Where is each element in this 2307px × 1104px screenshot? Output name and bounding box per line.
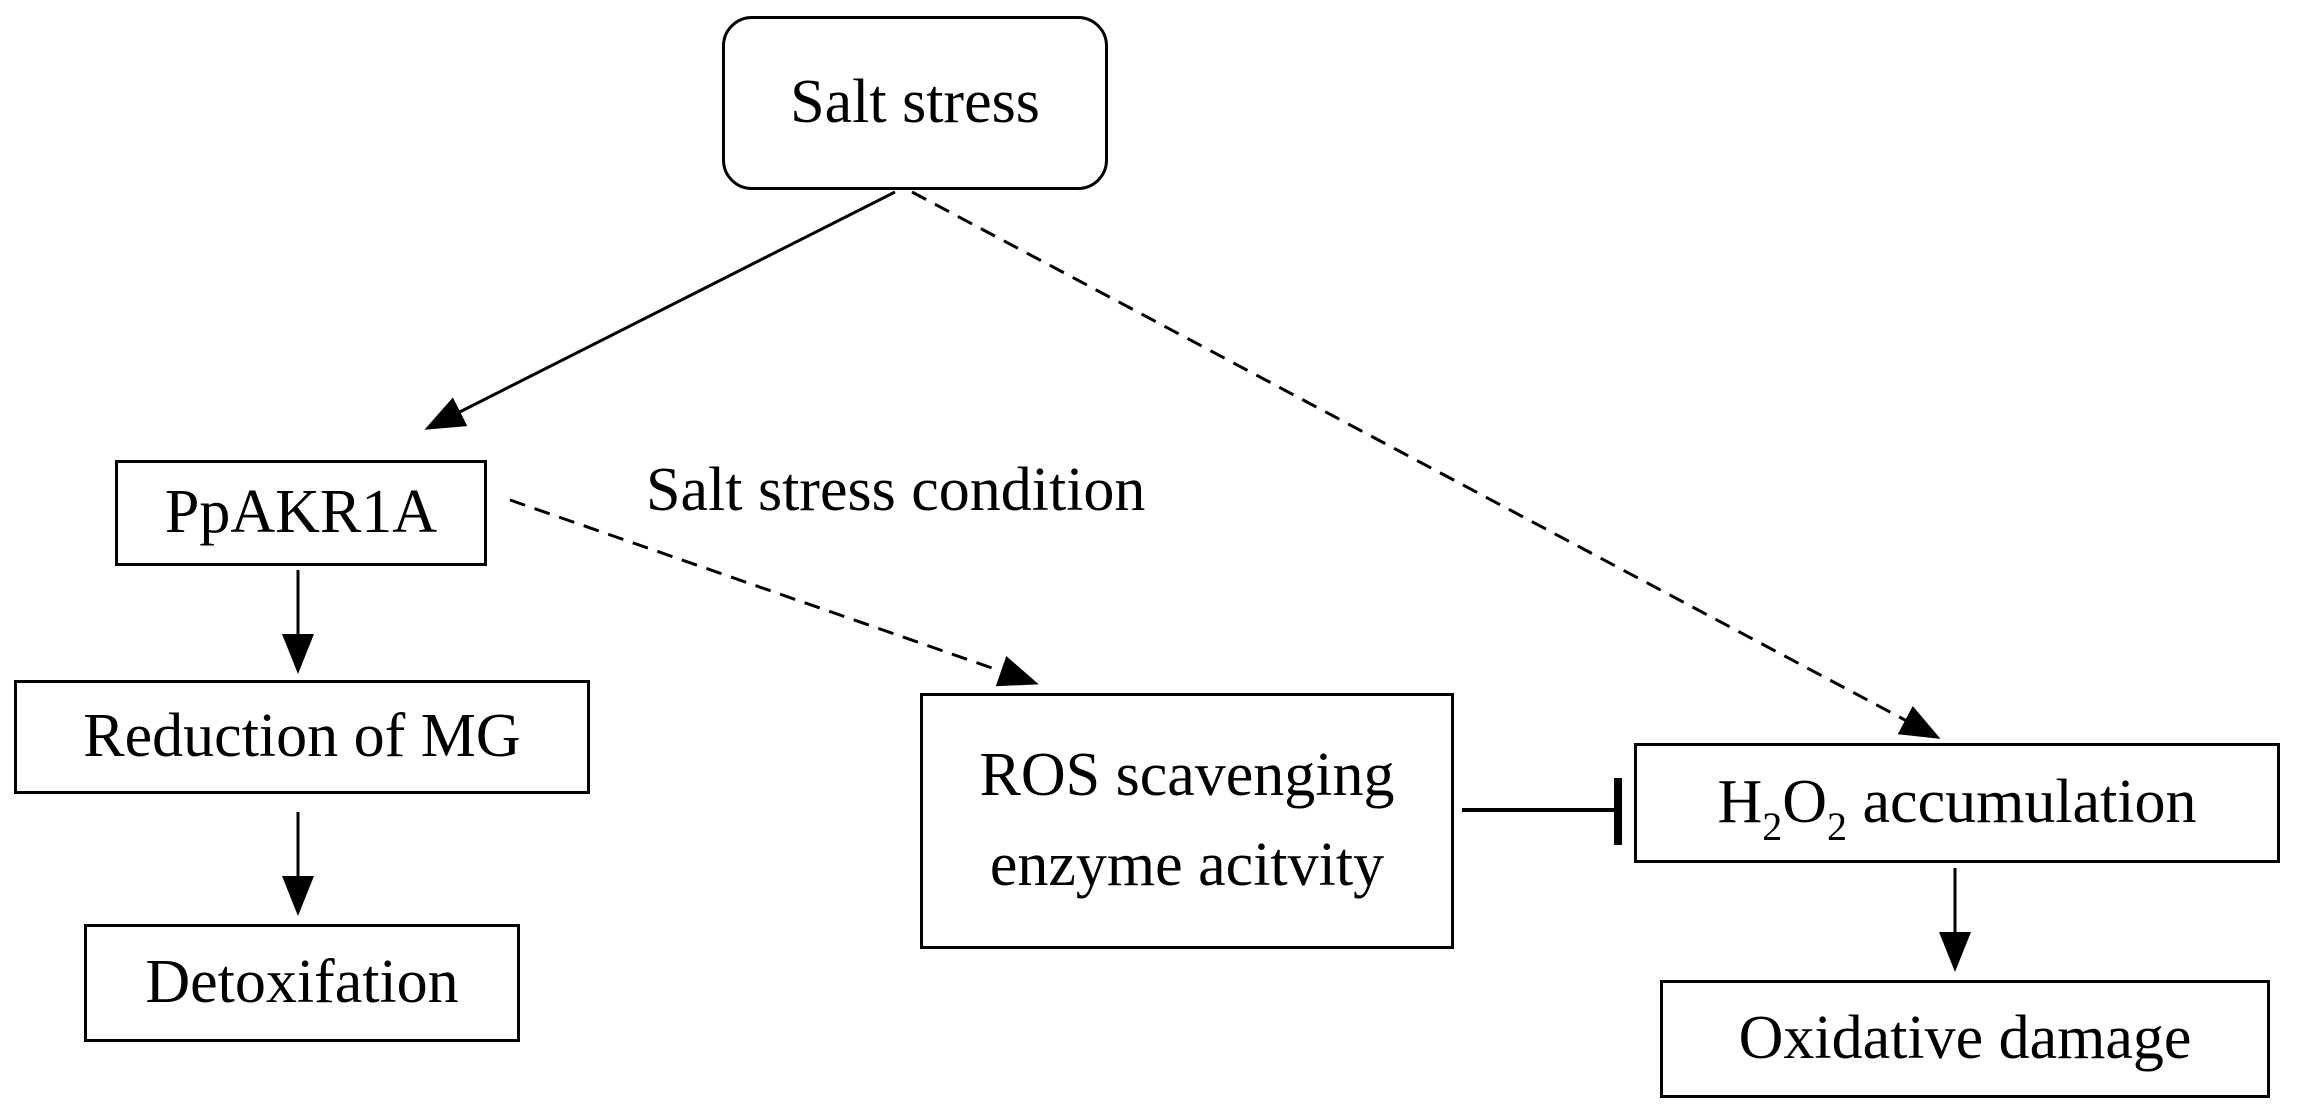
node-h2o2-accumulation: H2O2 accumulation [1634, 743, 2280, 863]
node-ppakr1a-label: PpAKR1A [164, 478, 438, 547]
edge-salt-stress-to-h2o2 [911, 190, 1941, 739]
node-reduction-of-mg-label: Reduction of MG [83, 702, 521, 771]
h2o2-o: O [1782, 768, 1828, 837]
node-salt-stress: Salt stress [722, 16, 1108, 190]
node-detoxifation-label: Detoxifation [145, 948, 459, 1017]
node-ros-scavenging-line2: enzyme acitvity [989, 831, 1385, 899]
node-oxidative-damage-label: Oxidative damage [1738, 1004, 2192, 1073]
node-detoxifation: Detoxifation [84, 924, 520, 1042]
node-reduction-of-mg: Reduction of MG [14, 680, 590, 794]
node-ros-scavenging: ROS scavenging enzyme acitvity [920, 693, 1454, 949]
condition-label: Salt stress condition [646, 456, 1146, 524]
h2o2-rest: accumulation [1847, 768, 2197, 837]
edge-ppakr1a-to-ros [509, 498, 1039, 687]
node-ros-scavenging-line1: ROS scavenging [979, 741, 1395, 810]
node-h2o2-accumulation-label: H2O2 accumulation [1717, 758, 2197, 850]
node-salt-stress-label: Salt stress [790, 68, 1040, 137]
node-ppakr1a: PpAKR1A [115, 460, 487, 566]
h2o2-subscript-2: 2 [1827, 804, 1848, 850]
h2o2-subscript-1: 2 [1762, 804, 1783, 850]
node-oxidative-damage: Oxidative damage [1660, 980, 2270, 1098]
edge-salt-stress-to-ppakr1a [424, 190, 896, 430]
h2o2-h: H [1717, 768, 1763, 837]
